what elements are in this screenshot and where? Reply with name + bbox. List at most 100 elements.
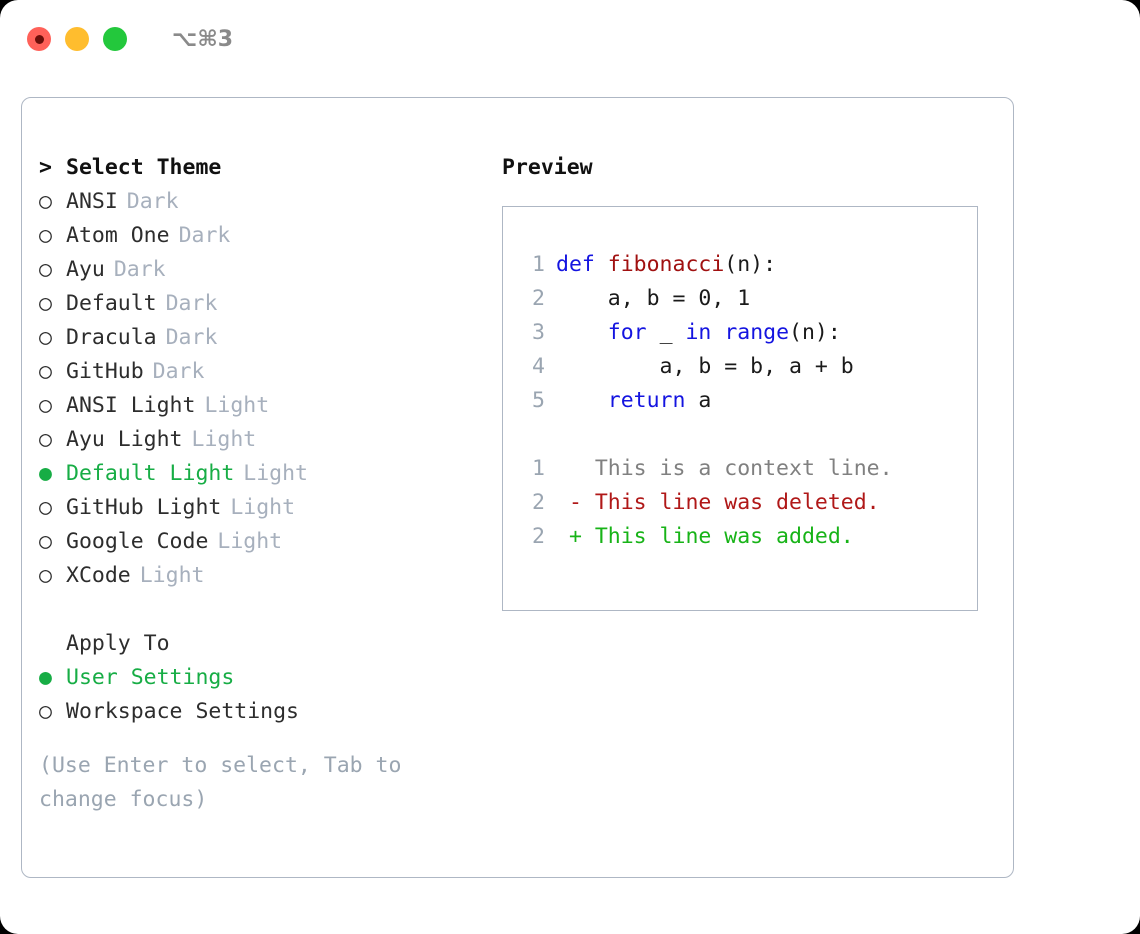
- radio-unselected-icon[interactable]: ○: [39, 359, 52, 384]
- line-content: for _ in range(n):: [556, 316, 841, 350]
- theme-kind-badge: Dark: [113, 257, 166, 282]
- line-content: def fibonacci(n):: [556, 248, 776, 282]
- line-number: 1: [532, 252, 545, 277]
- theme-list-item[interactable]: ○ ANSI Dark: [39, 185, 499, 219]
- theme-name: ANSI: [66, 189, 118, 214]
- title-bar: ⌥⌘3: [0, 0, 1140, 78]
- code-token: (n):: [789, 320, 841, 345]
- section-spacer: [39, 593, 499, 627]
- theme-list-item[interactable]: ○ Ayu Light Light: [39, 423, 499, 457]
- theme-kind-badge: Dark: [152, 359, 205, 384]
- theme-kind-badge: Light: [230, 495, 296, 520]
- theme-name: Dracula: [66, 325, 157, 350]
- theme-kind-badge: Dark: [165, 291, 218, 316]
- apply-to-list: ● User Settings ○ Workspace Settings: [39, 661, 499, 729]
- apply-to-option-label: Workspace Settings: [66, 699, 299, 724]
- radio-unselected-icon[interactable]: ○: [39, 699, 52, 724]
- apply-to-marker-placeholder: [39, 627, 66, 661]
- code-token: + This line was added.: [556, 524, 854, 549]
- line-content: a, b = b, a + b: [556, 350, 854, 384]
- code-token: - This line was deleted.: [556, 490, 880, 515]
- code-line: 2 a, b = 0, 1: [523, 282, 893, 316]
- code-token: _: [646, 320, 686, 345]
- code-token: [556, 388, 608, 413]
- theme-name: Google Code: [66, 529, 209, 554]
- code-token: a, b = b, a + b: [556, 354, 854, 379]
- radio-unselected-icon[interactable]: ○: [39, 257, 52, 282]
- code-token: in: [685, 320, 712, 345]
- code-token: This is a context line.: [556, 456, 893, 481]
- minimize-button-icon[interactable]: [65, 27, 89, 51]
- code-token: return: [607, 388, 686, 413]
- caret-icon: >: [39, 155, 52, 180]
- theme-list-item[interactable]: ○ Ayu Dark: [39, 253, 499, 287]
- maximize-button-icon[interactable]: [103, 27, 127, 51]
- radio-unselected-icon[interactable]: ○: [39, 291, 52, 316]
- line-number: 2: [532, 490, 545, 515]
- code-token: def: [556, 252, 608, 277]
- radio-selected-icon[interactable]: ●: [39, 461, 52, 486]
- keyboard-hint-text: (Use Enter to select, Tab to change focu…: [39, 753, 402, 812]
- code-token: a: [685, 388, 712, 413]
- radio-unselected-icon[interactable]: ○: [39, 223, 52, 248]
- code-line: 4 a, b = b, a + b: [523, 350, 893, 384]
- code-line: 5 return a: [523, 384, 893, 418]
- theme-name: Ayu Light: [66, 427, 183, 452]
- theme-kind-badge: Dark: [126, 189, 179, 214]
- diff-line: 2 - This line was deleted.: [523, 486, 893, 520]
- window-controls: [27, 27, 127, 51]
- radio-unselected-icon[interactable]: ○: [39, 427, 52, 452]
- radio-unselected-icon[interactable]: ○: [39, 529, 52, 554]
- radio-unselected-icon[interactable]: ○: [39, 563, 52, 588]
- theme-kind-badge: Light: [204, 393, 270, 418]
- line-number: 2: [532, 524, 545, 549]
- apply-to-option[interactable]: ● User Settings: [39, 661, 499, 695]
- theme-kind-badge: Dark: [178, 223, 231, 248]
- line-number: 2: [532, 286, 545, 311]
- preview-title: Preview: [502, 155, 593, 180]
- radio-unselected-icon[interactable]: ○: [39, 495, 52, 520]
- apply-to-heading: Apply To: [39, 627, 499, 661]
- select-theme-label: Select Theme: [66, 155, 222, 180]
- theme-kind-badge: Dark: [165, 325, 218, 350]
- apply-to-label: Apply To: [66, 631, 170, 656]
- theme-list-item[interactable]: ○ ANSI Light Light: [39, 389, 499, 423]
- theme-kind-badge: Light: [191, 427, 257, 452]
- line-number: 3: [532, 320, 545, 345]
- line-content: + This line was added.: [556, 520, 854, 554]
- theme-name: ANSI Light: [66, 393, 196, 418]
- radio-unselected-icon[interactable]: ○: [39, 189, 52, 214]
- code-token: fibonacci: [607, 252, 725, 277]
- theme-list-item[interactable]: ○ Dracula Dark: [39, 321, 499, 355]
- apply-to-option[interactable]: ○ Workspace Settings: [39, 695, 499, 729]
- theme-list-item[interactable]: ○ Google Code Light: [39, 525, 499, 559]
- close-dot-icon: [34, 34, 44, 44]
- keyboard-shortcut-label: ⌥⌘3: [172, 26, 234, 52]
- theme-kind-badge: Light: [217, 529, 283, 554]
- theme-kind-badge: Light: [139, 563, 205, 588]
- radio-selected-icon[interactable]: ●: [39, 665, 52, 690]
- radio-unselected-icon[interactable]: ○: [39, 325, 52, 350]
- code-token: [556, 320, 608, 345]
- code-line: 1 def fibonacci(n):: [523, 248, 893, 282]
- close-button-icon[interactable]: [27, 27, 51, 51]
- line-content: a, b = 0, 1: [556, 282, 750, 316]
- theme-name: Ayu: [66, 257, 105, 282]
- radio-unselected-icon[interactable]: ○: [39, 393, 52, 418]
- code-token: for: [607, 320, 647, 345]
- apply-to-option-label: User Settings: [66, 665, 235, 690]
- code-token: range: [724, 320, 790, 345]
